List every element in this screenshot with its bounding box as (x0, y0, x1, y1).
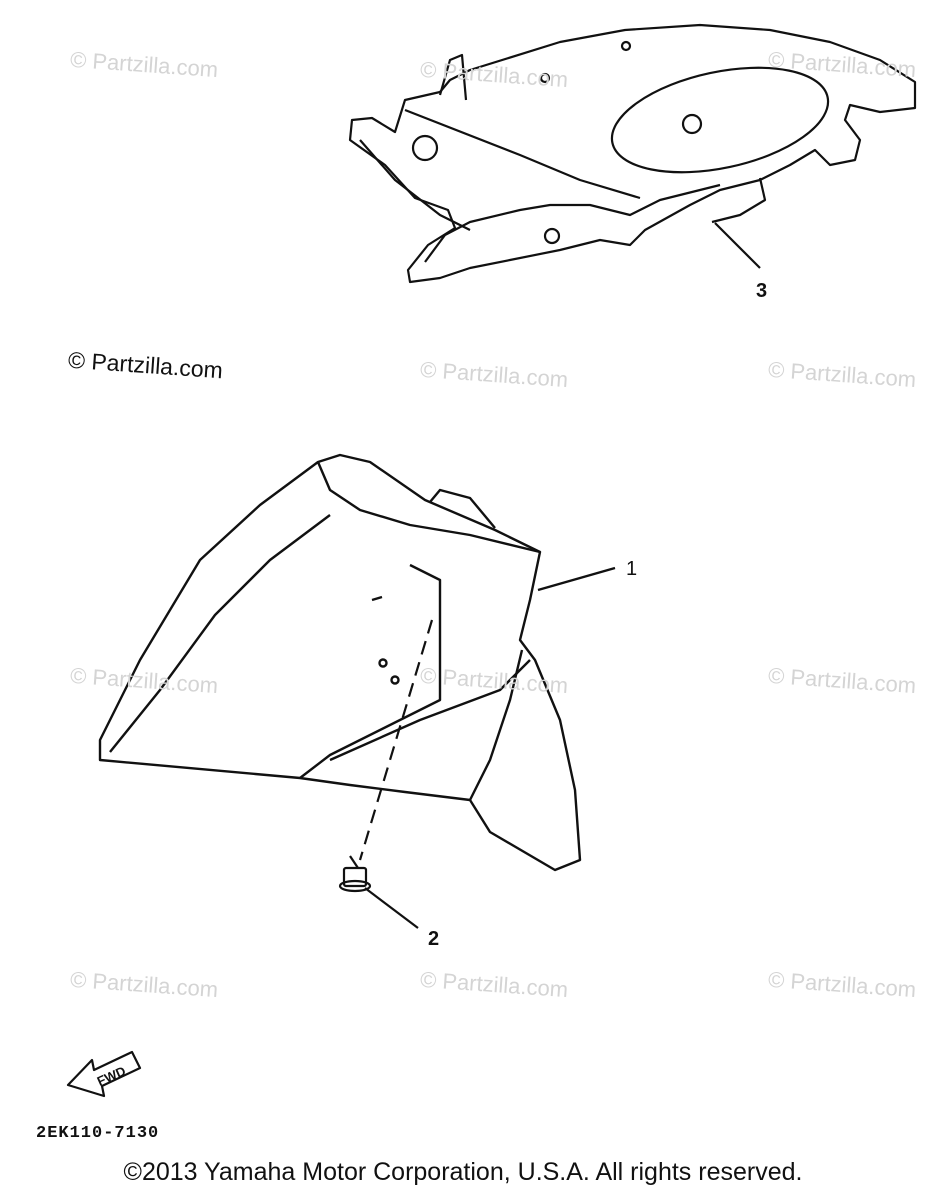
leader-line-1 (537, 566, 616, 592)
diagram-code: 2EK110-7130 (36, 1124, 160, 1143)
callout-part-2[interactable]: 2 (428, 928, 440, 950)
assembly-line (358, 619, 434, 861)
leader-line-3 (714, 222, 761, 269)
callout-part-1[interactable]: 1 (626, 558, 638, 580)
part-3-inner-fender (348, 23, 917, 284)
part-2-screw (338, 619, 434, 929)
copyright-notice: ©2013 Yamaha Motor Corporation, U.S.A. A… (123, 1158, 803, 1186)
fwd-arrow-icon: FWD (66, 1050, 142, 1098)
part-1-front-fender (98, 453, 616, 872)
callout-part-3[interactable]: 3 (756, 280, 768, 302)
leader-line-2 (364, 887, 419, 929)
